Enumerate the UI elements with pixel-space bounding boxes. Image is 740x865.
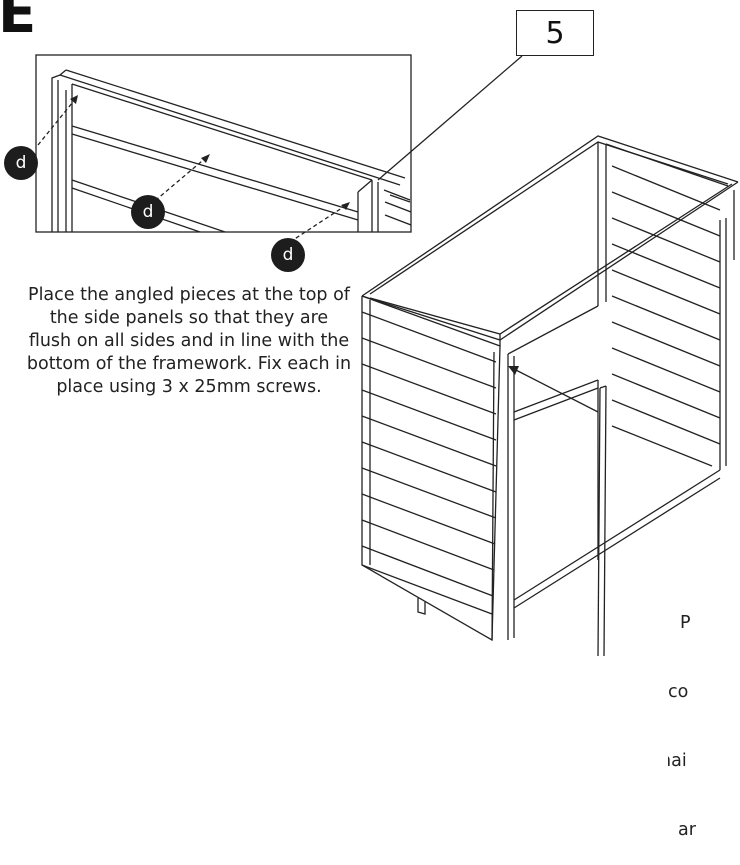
- arrow-head: [508, 366, 519, 375]
- instruction-text: Place the angled pieces at the top of th…: [26, 285, 352, 397]
- partial-line: P: [680, 613, 691, 633]
- step-letter: E: [0, 0, 37, 46]
- part-badge-d-1: d: [4, 146, 38, 180]
- partial-line: nai: [668, 751, 687, 771]
- partial-line: co: [668, 682, 689, 702]
- partial-line: ar: [678, 820, 696, 840]
- callout-number-box: 5: [516, 10, 594, 56]
- assembly-diagram: [35, 54, 739, 656]
- callout-number: 5: [545, 15, 565, 51]
- partial-instruction-text: P co nai ar: [668, 566, 740, 865]
- detail-inset: [35, 54, 412, 243]
- store-assembly: [361, 135, 739, 656]
- callout-leader: [377, 55, 523, 181]
- part-badge-d-3: d: [271, 238, 305, 272]
- part-badge-d-2: d: [131, 195, 165, 229]
